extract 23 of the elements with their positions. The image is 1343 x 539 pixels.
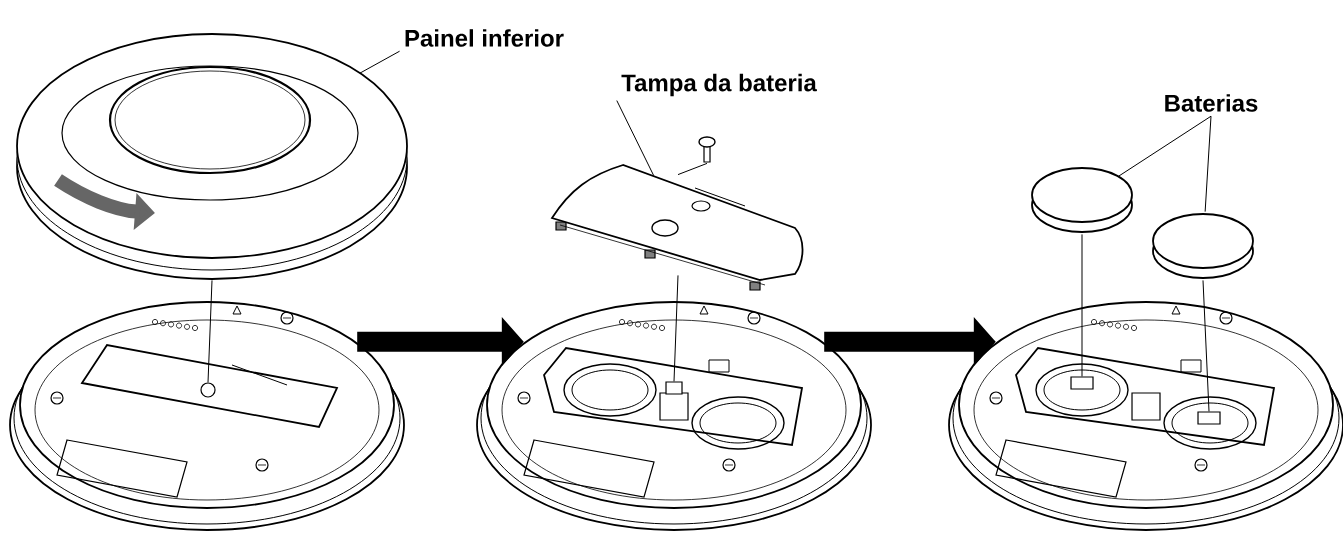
leader-line	[616, 100, 655, 177]
coin-battery-drawing	[1031, 167, 1133, 233]
screw-hole	[200, 382, 216, 398]
coin-battery-drawing	[1152, 213, 1254, 279]
assembly-line	[673, 274, 679, 382]
leader-line	[359, 50, 401, 74]
battery-cover-drawing	[551, 164, 804, 291]
center-post	[665, 381, 683, 395]
sensor-base-drawing	[9, 301, 405, 531]
battery-contact	[1197, 411, 1221, 425]
assembly-line	[1081, 233, 1083, 377]
battery-contact	[1070, 376, 1094, 390]
leader-line	[1118, 115, 1212, 177]
screw-drawing	[698, 136, 716, 163]
part-label: Painel inferior	[405, 29, 564, 47]
assembly-line	[1202, 279, 1210, 412]
sensor-base-drawing	[948, 301, 1343, 531]
part-label: Baterias	[1165, 94, 1258, 112]
assembly-line	[207, 279, 213, 383]
part-label: Tampa da bateria	[621, 73, 817, 97]
leader-line	[1204, 115, 1212, 213]
assembly-line	[677, 162, 708, 176]
sensor-base-drawing	[476, 301, 872, 531]
